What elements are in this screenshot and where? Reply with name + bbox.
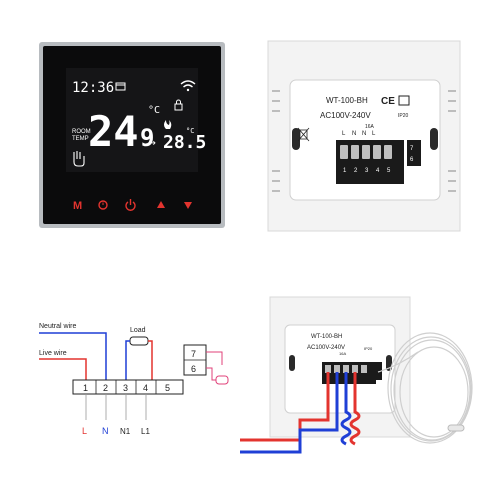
svg-text:2: 2 bbox=[103, 383, 108, 393]
installed-sensor-terminal bbox=[370, 362, 382, 380]
svg-text:3: 3 bbox=[365, 168, 369, 174]
back-model: WT-100-BH bbox=[326, 96, 368, 105]
room-label-2: TEMP bbox=[72, 136, 89, 142]
set-temp-unit: °C bbox=[186, 127, 194, 135]
installed-live-wire bbox=[240, 372, 330, 442]
svg-text:1: 1 bbox=[343, 168, 347, 174]
up-button[interactable] bbox=[157, 201, 165, 208]
svg-text:4: 4 bbox=[376, 168, 380, 174]
set-temp: 28.5 bbox=[163, 132, 206, 153]
label-L1: L1 bbox=[141, 427, 150, 436]
left-mount-slot bbox=[292, 128, 300, 150]
svg-text:N: N bbox=[362, 131, 366, 137]
svg-text:N: N bbox=[352, 131, 356, 137]
svg-text:5: 5 bbox=[165, 383, 170, 393]
installed-neutral-wire bbox=[240, 372, 339, 454]
installed-voltage: AC100V-240V bbox=[307, 345, 345, 351]
right-mount-slot bbox=[430, 128, 438, 150]
schedule-icon bbox=[115, 82, 126, 91]
terminal-strip-numbers: 1 2 3 4 5 bbox=[83, 383, 170, 393]
svg-text:L: L bbox=[372, 131, 376, 137]
back-terminal-screws bbox=[340, 145, 392, 159]
current-temp-integer: 24 bbox=[88, 107, 139, 156]
installed-back: WT-100-BH AC100V-240V IP20 16A bbox=[240, 296, 473, 454]
installed-load-live bbox=[349, 372, 361, 446]
svg-text:1: 1 bbox=[83, 383, 88, 393]
load-neutral-wire bbox=[125, 340, 130, 380]
sensor-probe bbox=[447, 424, 465, 432]
wiring-diagram: Neutral wire Live wire Load 1 2 3 4 5 bbox=[39, 323, 229, 436]
terminal-dividers bbox=[95, 380, 157, 394]
lcd-screen bbox=[66, 68, 198, 172]
back-terminal-numbers: 1 1 2 3 4 5 bbox=[343, 168, 391, 174]
neutral-wire bbox=[39, 332, 107, 380]
label-N1: N1 bbox=[120, 427, 131, 436]
terminal-strip bbox=[72, 379, 184, 395]
installed-terminal-screws bbox=[325, 365, 367, 373]
vent-slots bbox=[272, 90, 456, 192]
room-label-1: ROOM bbox=[72, 129, 91, 135]
current-temp-decimal: 9 bbox=[140, 124, 154, 152]
installed-ip-rating: IP20 bbox=[364, 346, 373, 351]
sensor-wire-bottom bbox=[206, 367, 216, 381]
clock-button[interactable] bbox=[98, 200, 108, 210]
hand-icon bbox=[73, 151, 85, 167]
label-N: N bbox=[102, 426, 109, 436]
back-ce-mark: CE bbox=[381, 96, 395, 107]
thermostat-front: 12:36 24 9 °C ROOM TEMP ➔ 28.5 °C bbox=[39, 42, 225, 228]
back-voltage: AC100V-240V bbox=[320, 111, 371, 120]
live-wire-label: Live wire bbox=[39, 350, 67, 357]
current-temp-unit: °C bbox=[148, 105, 160, 116]
neutral-wire-label: Neutral wire bbox=[39, 323, 76, 330]
back-terminal-letters: L N N L bbox=[342, 131, 376, 137]
load-label: Load bbox=[130, 327, 146, 334]
svg-text:5: 5 bbox=[387, 168, 391, 174]
load-live-wire bbox=[148, 340, 153, 380]
arrow-icon: ➔ bbox=[150, 138, 156, 149]
back-sensor-7: 7 bbox=[410, 146, 414, 152]
label-L: L bbox=[82, 426, 87, 436]
installed-model: WT-100-BH bbox=[311, 334, 342, 340]
installed-load-neutral bbox=[340, 372, 352, 446]
load-symbol bbox=[129, 336, 149, 346]
thermostat-back: WT-100-BH CE AC100V-240V IP20 16A L N N … bbox=[267, 40, 461, 232]
sensor-wire-top bbox=[206, 351, 223, 365]
down-button[interactable] bbox=[184, 202, 192, 209]
back-sensor-terminal bbox=[407, 140, 421, 166]
svg-text:L: L bbox=[342, 131, 346, 137]
sensor-terminal-6: 6 bbox=[191, 364, 196, 374]
svg-text:4: 4 bbox=[143, 383, 148, 393]
sensor-probe-symbol bbox=[215, 375, 229, 385]
power-button[interactable] bbox=[125, 199, 136, 211]
back-current: 16A bbox=[365, 124, 375, 130]
installed-left-slot bbox=[289, 355, 295, 371]
wifi-icon bbox=[180, 80, 196, 92]
terminal-leads bbox=[85, 394, 147, 420]
lock-icon bbox=[174, 99, 183, 111]
clock-display: 12:36 bbox=[72, 80, 114, 96]
installed-current: 16A bbox=[339, 351, 346, 356]
double-insulation-icon bbox=[398, 95, 410, 106]
weee-bin-icon bbox=[297, 127, 310, 142]
sensor-terminal-7: 7 bbox=[191, 349, 196, 359]
back-ip-rating: IP20 bbox=[398, 113, 409, 119]
back-sensor-6: 6 bbox=[410, 157, 414, 163]
mode-button[interactable]: M bbox=[73, 200, 82, 212]
flame-icon bbox=[164, 120, 172, 129]
svg-text:3: 3 bbox=[123, 383, 128, 393]
svg-text:2: 2 bbox=[354, 168, 358, 174]
live-wire bbox=[39, 358, 87, 380]
sensor-cable-coil bbox=[377, 332, 473, 444]
